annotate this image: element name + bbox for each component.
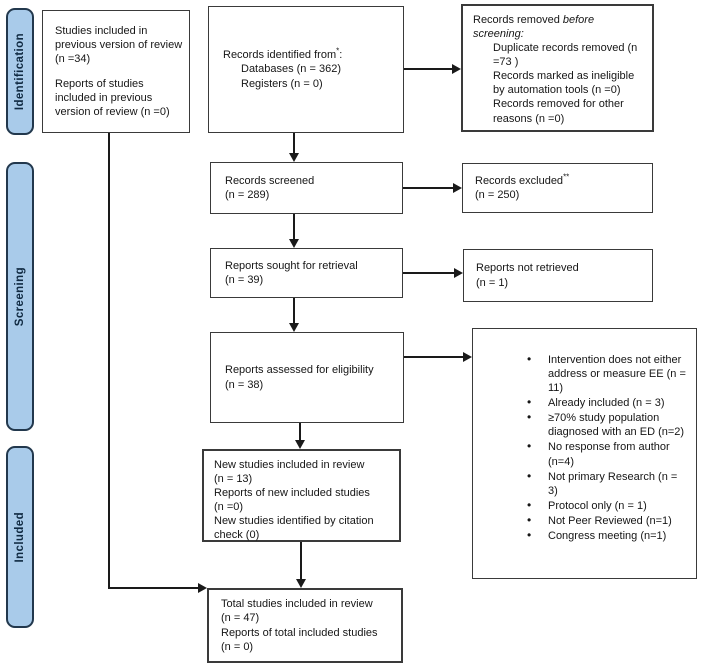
bullet-icon: •: [527, 468, 532, 483]
records-identified-title: Records identified from*:: [223, 46, 397, 62]
records-excluded-footnote-mark: **: [563, 172, 570, 182]
connector-previous-to-total-horizontal: [108, 587, 199, 589]
box-records-screened: Records screened (n = 289): [210, 162, 403, 214]
records-excluded-count: (n = 250): [475, 189, 520, 201]
arrowhead-right-icon: [453, 183, 462, 193]
new-reports-label: Reports of new included studies: [214, 487, 370, 500]
arrowhead-right-icon: [452, 64, 461, 74]
reports-assessed-count: (n = 38): [225, 378, 264, 391]
records-identified-footnote-mark: *: [336, 46, 340, 56]
records-removed-duplicates: Duplicate records removed (n =73 ): [493, 42, 638, 69]
reports-sought-label: Reports sought for retrieval: [225, 259, 358, 272]
new-studies-label: New studies included in review: [214, 459, 365, 471]
exclusion-reason-text: Protocol only (n = 1): [548, 499, 647, 512]
exclusion-reasons-list: • Intervention does not either address or…: [473, 352, 696, 543]
box-new-studies: New studies included in review (n = 13) …: [202, 449, 401, 542]
exclusion-reason-item: • Not Peer Reviewed (n=1): [521, 512, 690, 528]
new-studies-count: (n = 13): [214, 473, 253, 486]
exclusion-reason-text: Not Peer Reviewed (n=1): [548, 514, 672, 527]
box-records-removed: Records removed before screening: Duplic…: [461, 4, 654, 132]
records-removed-other: Records removed for other reasons (n =0): [493, 98, 624, 125]
records-screened-count: (n = 289): [225, 189, 270, 201]
exclusion-reason-item: • Protocol only (n = 1): [521, 497, 690, 513]
connector-assessed-to-new: [299, 423, 301, 442]
records-identified-registers: Registers (n = 0): [241, 77, 323, 90]
exclusion-reason-text: Intervention does not either address or …: [548, 354, 686, 395]
records-identified-title-colon: :: [339, 49, 343, 62]
stage-band-screening: Screening: [6, 162, 34, 431]
exclusion-reason-text: ≥70% study population diagnosed with an …: [548, 412, 685, 439]
arrowhead-right-icon: [463, 352, 472, 362]
box-reports-sought: Reports sought for retrieval (n = 39): [210, 248, 403, 298]
reports-not-retrieved-count: (n = 1): [476, 276, 509, 289]
bullet-icon: •: [527, 527, 532, 542]
new-citation-check: New studies identified by citation check…: [214, 515, 374, 542]
previous-studies-paragraph-2: Reports of studies included in previous …: [55, 78, 170, 119]
bullet-icon: •: [527, 439, 532, 454]
records-identified-databases: Databases (n = 362): [241, 63, 341, 76]
exclusion-reason-item: • Already included (n = 3): [521, 395, 690, 410]
box-reports-not-retrieved: Reports not retrieved (n = 1): [463, 249, 653, 302]
spacer: [55, 66, 183, 77]
records-removed-title-italic: before screening:: [473, 14, 595, 41]
bullet-icon: •: [527, 352, 532, 366]
stage-band-included: Included: [6, 446, 34, 628]
box-records-excluded: Records excluded** (n = 250): [462, 163, 653, 213]
stage-label-screening: Screening: [14, 266, 26, 327]
records-removed-title: Records removed before screening:: [473, 13, 646, 41]
connector-new-to-total: [300, 542, 302, 581]
reports-sought-count: (n = 39): [225, 274, 264, 286]
previous-studies-paragraph-1: Studies included in previous version of …: [55, 24, 183, 65]
connector-identified-to-removed: [404, 68, 453, 70]
bullet-icon: •: [527, 497, 532, 512]
bullet-icon: •: [527, 512, 532, 527]
box-records-identified: Records identified from*: Databases (n =…: [208, 6, 404, 133]
box-reports-assessed: Reports assessed for eligibility (n = 38…: [210, 332, 404, 423]
connector-sought-to-not-retrieved: [403, 272, 455, 274]
total-reports-label: Reports of total included studies: [221, 626, 378, 639]
arrowhead-down-icon: [289, 323, 299, 332]
arrowhead-down-icon: [295, 440, 305, 449]
exclusion-reason-text: Not primary Research (n = 3): [548, 470, 678, 497]
box-previous-studies: Studies included in previous version of …: [42, 10, 190, 133]
arrowhead-right-icon: [454, 268, 463, 278]
stage-band-identification: Identification: [6, 8, 34, 135]
connector-sought-to-assessed: [293, 298, 295, 325]
arrowhead-down-icon: [296, 579, 306, 588]
exclusion-reason-item: • Congress meeting (n=1): [521, 527, 690, 543]
total-studies-label: Total studies included in review: [221, 598, 373, 611]
connector-previous-to-total-vertical: [108, 133, 110, 589]
exclusion-reason-item: • ≥70% study population diagnosed with an…: [521, 410, 690, 439]
reports-assessed-label: Reports assessed for eligibility: [225, 364, 374, 377]
arrowhead-down-icon: [289, 153, 299, 162]
exclusion-reason-item: • No response from author (n=4): [521, 439, 690, 468]
bullet-icon: •: [527, 410, 532, 425]
total-reports-count: (n = 0): [221, 640, 254, 653]
connector-assessed-to-reasons: [404, 356, 464, 358]
records-identified-title-text: Records identified from: [223, 49, 337, 62]
records-removed-title-text: Records removed: [473, 14, 563, 26]
stage-label-identification: Identification: [14, 32, 26, 111]
reports-not-retrieved-label: Reports not retrieved: [476, 262, 579, 275]
connector-screened-to-excluded: [403, 187, 454, 189]
bullet-icon: •: [527, 395, 532, 410]
connector-screened-to-sought: [293, 214, 295, 241]
arrowhead-down-icon: [289, 239, 299, 248]
box-exclusion-reasons: • Intervention does not either address or…: [472, 328, 697, 579]
records-excluded-label: Records excluded**: [475, 172, 646, 188]
new-reports-count: (n =0): [214, 501, 244, 514]
exclusion-reason-text: Already included (n = 3): [548, 397, 665, 410]
records-removed-automation: Records marked as ineligible by automati…: [493, 70, 635, 97]
exclusion-reason-text: Congress meeting (n=1): [548, 529, 667, 542]
exclusion-reason-text: No response from author (n=4): [548, 441, 670, 468]
arrowhead-right-icon: [198, 583, 207, 593]
box-total-studies: Total studies included in review (n = 47…: [207, 588, 403, 663]
records-excluded-label-text: Records excluded: [475, 174, 564, 187]
connector-identified-to-screened: [293, 133, 295, 155]
records-screened-label: Records screened: [225, 174, 315, 187]
exclusion-reason-item: • Intervention does not either address or…: [521, 352, 690, 395]
total-studies-count: (n = 47): [221, 612, 260, 625]
exclusion-reason-item: • Not primary Research (n = 3): [521, 468, 690, 498]
stage-label-included: Included: [14, 511, 26, 563]
